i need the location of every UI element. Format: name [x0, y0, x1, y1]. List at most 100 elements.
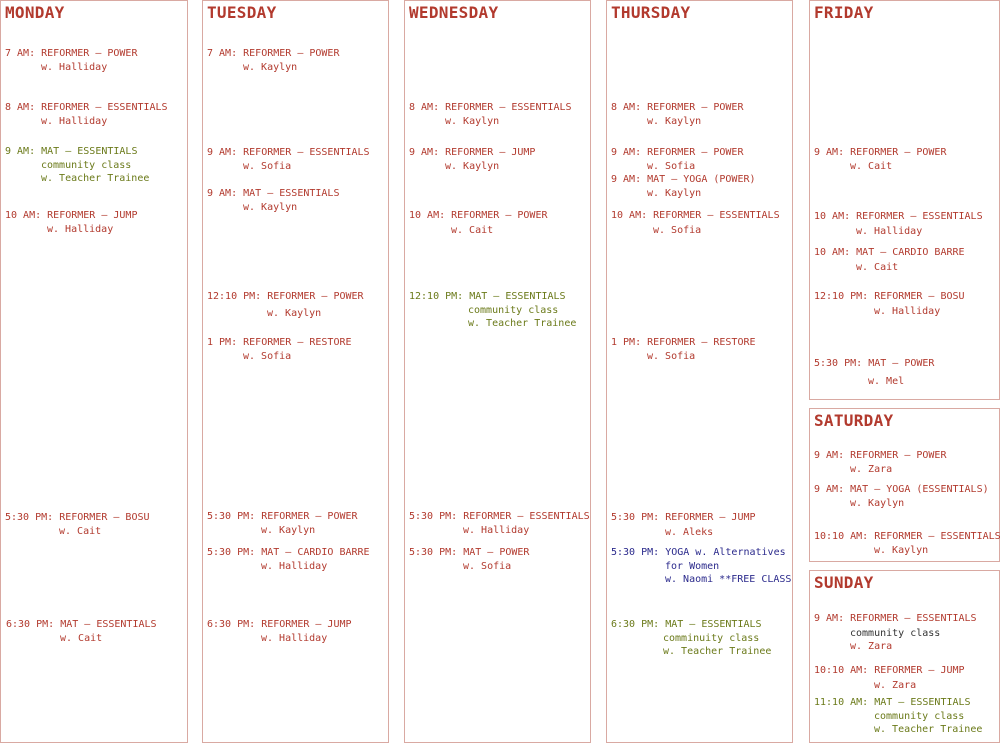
class-time: 8 AM: — [5, 102, 36, 113]
class-name: YOGA w. Alternatives — [665, 547, 786, 558]
class-name: REFORMER – POWER — [267, 291, 364, 302]
class-entry: 9 AM: REFORMER – POWER w. Zara — [814, 449, 946, 476]
class-instructor: w. Kaylyn — [267, 307, 322, 319]
class-entry: 9 AM: REFORMER – POWER w. Sofia — [611, 146, 743, 173]
class-entry: 1 PM: REFORMER – RESTORE w. Sofia — [611, 336, 756, 363]
class-time: 1 PM: — [611, 337, 642, 348]
class-time: 8 AM: — [409, 102, 440, 113]
class-time: 6:30 PM: — [611, 619, 660, 630]
class-entry: 1 PM: REFORMER – RESTORE w. Sofia — [207, 336, 352, 363]
class-name: MAT – YOGA (ESSENTIALS) — [850, 484, 989, 495]
class-time: 12:10 PM: — [207, 291, 262, 302]
day-title: THURSDAY — [611, 3, 691, 22]
class-note: community class — [468, 304, 559, 316]
class-entry: 12:10 PM: REFORMER – POWER w. Kaylyn — [207, 290, 364, 320]
class-name: REFORMER – POWER — [451, 210, 548, 221]
class-name: MAT – ESSENTIALS — [60, 619, 157, 630]
class-entry: 8 AM: REFORMER – ESSENTIALS w. Halliday — [5, 101, 168, 128]
class-instructor: w. Cait — [60, 632, 103, 644]
class-entry: 9 AM: REFORMER – ESSENTIALS community cl… — [814, 612, 977, 654]
class-instructor: w. Halliday — [261, 560, 328, 572]
class-name: REFORMER – JUMP — [665, 512, 756, 523]
class-time: 10 AM: — [5, 210, 42, 221]
class-name: MAT – ESSENTIALS — [243, 188, 340, 199]
class-instructor: w. Kaylyn — [261, 524, 316, 536]
class-name: REFORMER – JUMP — [47, 210, 138, 221]
class-name: REFORMER – JUMP — [445, 147, 536, 158]
class-note: community class — [41, 159, 132, 171]
class-name: REFORMER – RESTORE — [647, 337, 756, 348]
class-name: REFORMER – ESSENTIALS — [874, 531, 1000, 542]
class-name: REFORMER – ESSENTIALS — [856, 211, 983, 222]
class-name: MAT – YOGA (POWER) — [647, 174, 756, 185]
class-time: 5:30 PM: — [409, 547, 458, 558]
class-name: REFORMER – ESSENTIALS — [850, 613, 977, 624]
class-instructor: w. Kaylyn — [647, 187, 702, 199]
class-name: REFORMER – ESSENTIALS — [463, 511, 590, 522]
day-title: FRIDAY — [814, 3, 874, 22]
class-instructor: w. Zara — [874, 679, 917, 691]
class-time: 9 AM: — [814, 484, 845, 495]
class-name: REFORMER – JUMP — [874, 665, 965, 676]
class-entry: 6:30 PM: MAT – ESSENTIALS w. Cait — [6, 618, 157, 645]
class-instructor: w. Zara — [850, 641, 893, 652]
class-time: 5:30 PM: — [207, 511, 256, 522]
class-name: REFORMER – POWER — [647, 102, 744, 113]
class-entry: 9 AM: MAT – ESSENTIALS w. Kaylyn — [207, 187, 339, 214]
class-note: community class — [874, 710, 965, 722]
class-instructor: w. Sofia — [463, 560, 512, 572]
class-time: 9 AM: — [409, 147, 440, 158]
class-entry: 5:30 PM: REFORMER – JUMP w. Aleks — [611, 511, 756, 539]
class-instructor: w. Halliday — [874, 305, 941, 317]
class-instructor: w. Cait — [451, 224, 494, 236]
class-entry: 5:30 PM: YOGA w. Alternatives for Women … — [611, 546, 791, 587]
class-entry: 10 AM: REFORMER – JUMP w. Halliday — [5, 209, 137, 236]
class-entry: 9 AM: REFORMER – POWER w. Cait — [814, 146, 946, 173]
class-time: 6:30 PM: — [207, 619, 256, 630]
class-name: MAT – ESSENTIALS — [469, 291, 566, 302]
class-entry: 9 AM: MAT – YOGA (ESSENTIALS) w. Kaylyn — [814, 483, 989, 510]
day-column-tuesday: TUESDAY 7 AM: REFORMER – POWER w. Kaylyn… — [202, 0, 389, 743]
class-instructor: w. Naomi **FREE CLASS — [665, 574, 792, 585]
class-name: REFORMER – ESSENTIALS — [653, 210, 780, 221]
day-column-saturday: SATURDAY 9 AM: REFORMER – POWER w. Zara … — [809, 408, 1000, 562]
class-entry: 6:30 PM: REFORMER – JUMP w. Halliday — [207, 618, 352, 645]
class-entry: 9 AM: REFORMER – JUMP w. Kaylyn — [409, 146, 535, 173]
class-name: REFORMER – BOSU — [59, 512, 150, 523]
class-entry: 8 AM: REFORMER – ESSENTIALS w. Kaylyn — [409, 101, 572, 128]
class-instructor: w. Halliday — [261, 632, 328, 644]
class-name: REFORMER – POWER — [261, 511, 358, 522]
class-time: 7 AM: — [207, 48, 238, 59]
class-instructor: w. Kaylyn — [647, 115, 702, 127]
class-time: 12:10 PM: — [409, 291, 464, 302]
day-title: WEDNESDAY — [409, 3, 499, 22]
class-instructor: w. Sofia — [653, 224, 702, 236]
day-column-wednesday: WEDNESDAY 8 AM: REFORMER – ESSENTIALS w.… — [404, 0, 591, 743]
class-name: REFORMER – POWER — [243, 48, 340, 59]
class-time: 9 AM: — [207, 188, 238, 199]
class-instructor: w. Kaylyn — [243, 201, 298, 213]
day-title: MONDAY — [5, 3, 65, 22]
day-column-monday: MONDAY 7 AM: REFORMER – POWER w. Hallida… — [0, 0, 188, 743]
class-entry: 9 AM: REFORMER – ESSENTIALS w. Sofia — [207, 146, 370, 173]
class-entry: 6:30 PM: MAT – ESSENTIALS comminuity cla… — [611, 618, 771, 659]
class-time: 1 PM: — [207, 337, 238, 348]
class-time: 9 AM: — [814, 147, 845, 158]
class-time: 9 AM: — [207, 147, 238, 158]
class-entry: 9 AM: MAT – ESSENTIALS community class w… — [5, 145, 149, 186]
class-name: REFORMER – POWER — [647, 147, 744, 158]
class-name: REFORMER – POWER — [41, 48, 138, 59]
day-title: SATURDAY — [814, 411, 894, 430]
day-column-thursday: THURSDAY 8 AM: REFORMER – POWER w. Kayly… — [606, 0, 793, 743]
class-time: 10 AM: — [611, 210, 648, 221]
class-instructor: w. Halliday — [41, 115, 108, 127]
class-entry: 10:10 AM: REFORMER – ESSENTIALS w. Kayly… — [814, 530, 1000, 557]
class-instructor: w. Halliday — [41, 61, 108, 73]
class-time: 10 AM: — [814, 247, 851, 258]
class-instructor: w. Halliday — [463, 524, 530, 536]
class-entry: 5:30 PM: MAT – CARDIO BARRE w. Halliday — [207, 546, 370, 573]
class-instructor: w. Sofia — [647, 160, 696, 172]
class-instructor: w. Teacher Trainee — [468, 318, 577, 329]
class-time: 9 AM: — [611, 174, 642, 185]
class-name: MAT – POWER — [463, 547, 530, 558]
